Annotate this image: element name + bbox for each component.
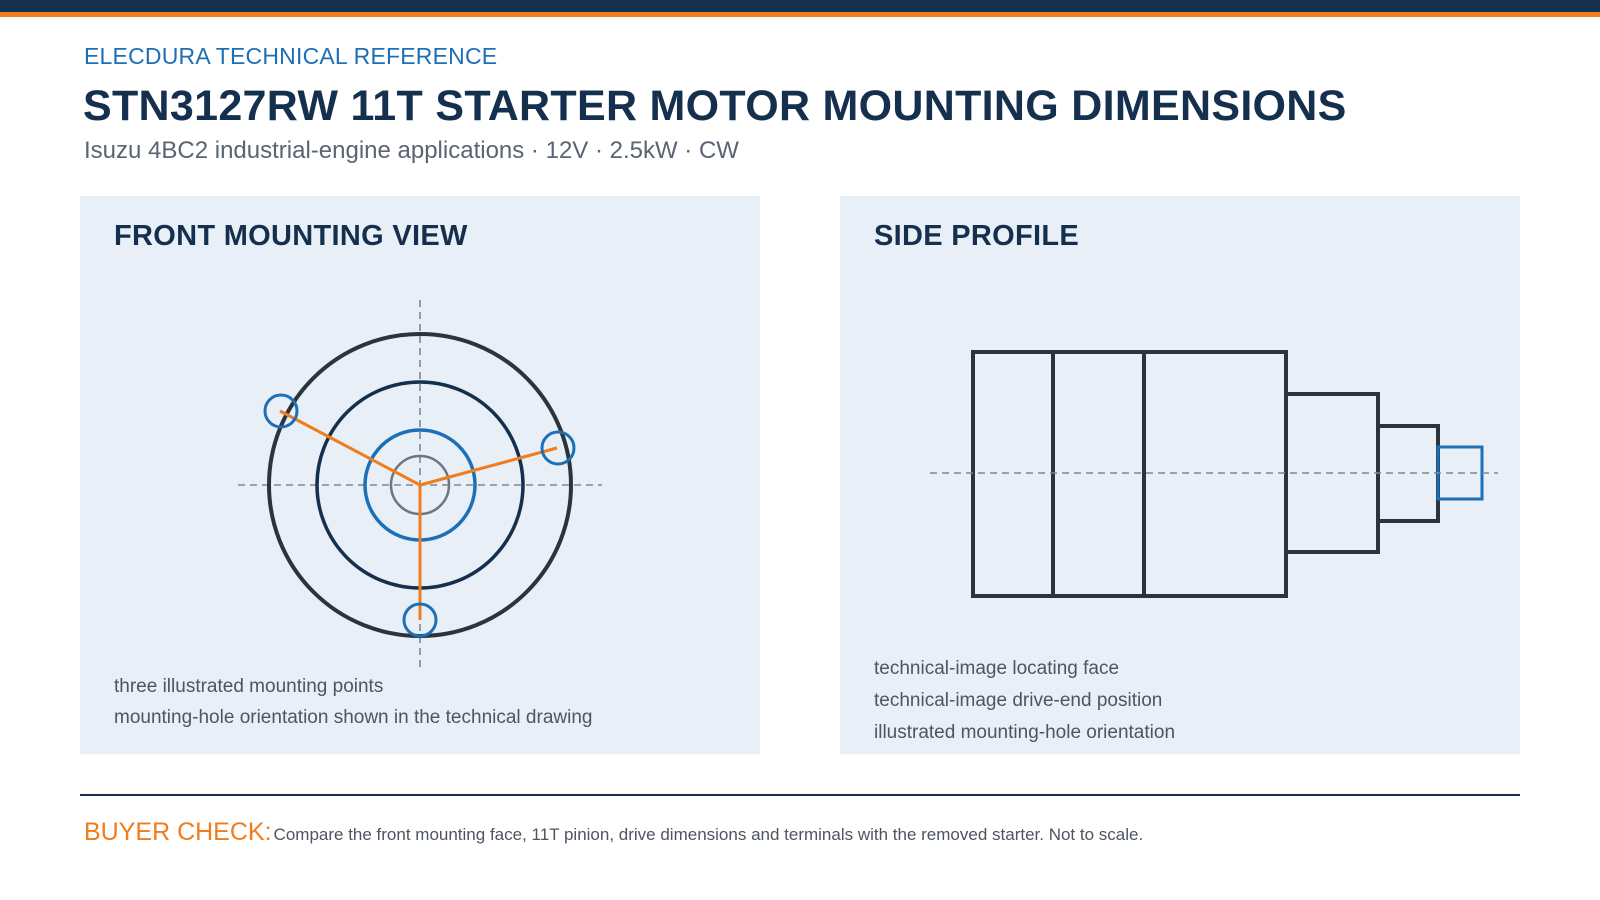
mounting-hole-upper-left — [263, 393, 299, 429]
header-orange-bar — [0, 12, 1600, 17]
radial-line-right — [419, 446, 558, 487]
front-mounting-panel: FRONT MOUNTING VIEW three illustrated mo… — [80, 196, 760, 754]
buyer-check: BUYER CHECK:Compare the front mounting f… — [84, 818, 1143, 847]
body-section-middle — [1051, 350, 1146, 598]
front-view-note-2: mounting-hole orientation shown in the t… — [114, 707, 593, 728]
side-view-note-2: technical-image drive-end position — [874, 690, 1163, 711]
side-view-note-3: illustrated mounting-hole orientation — [874, 722, 1176, 743]
footer-divider — [80, 794, 1520, 796]
front-view-note-1: three illustrated mounting points — [114, 676, 384, 697]
body-section-rear — [971, 350, 1055, 598]
buyer-check-text: Compare the front mounting face, 11T pin… — [273, 825, 1144, 844]
radial-line-upper-left — [279, 409, 421, 487]
side-view-title: SIDE PROFILE — [874, 220, 1080, 252]
page-subtitle: Isuzu 4BC2 industrial-engine application… — [84, 137, 739, 164]
page-title: STN3127RW 11T STARTER MOTOR MOUNTING DIM… — [83, 82, 1347, 130]
body-section-front — [1142, 350, 1288, 598]
header-navy-bar — [0, 0, 1600, 12]
mounting-hole-right — [540, 430, 576, 466]
front-view-drawing — [238, 300, 602, 670]
side-profile-panel: SIDE PROFILE technical-image locating fa… — [840, 196, 1520, 754]
side-view-note-1: technical-image locating face — [874, 658, 1120, 679]
mounting-hole-bottom — [402, 602, 438, 638]
eyebrow-label: ELECDURA TECHNICAL REFERENCE — [84, 43, 498, 69]
buyer-check-label: BUYER CHECK: — [84, 818, 272, 846]
front-view-title: FRONT MOUNTING VIEW — [114, 220, 468, 252]
side-profile-drawing — [930, 350, 1498, 598]
